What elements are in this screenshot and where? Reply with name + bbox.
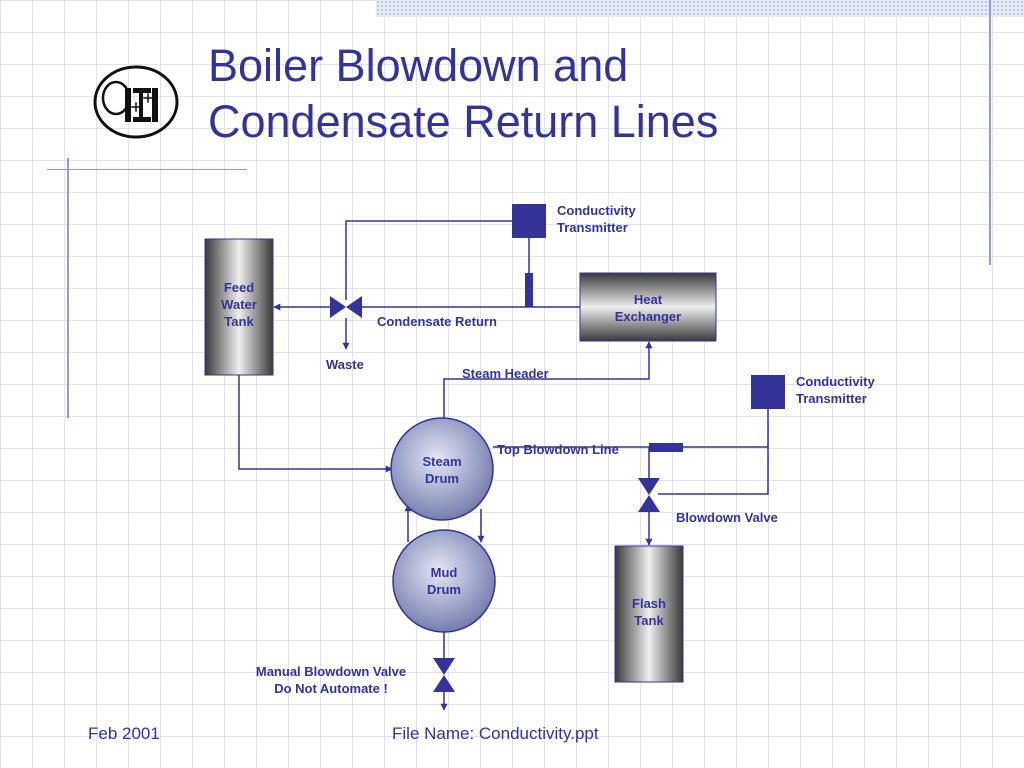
- condensate-control-valve: [330, 296, 362, 318]
- steam-header-line: [443, 341, 653, 418]
- deco-line-right-vertical: [989, 0, 991, 265]
- heat-exchanger-label: Heat Exchanger: [614, 292, 682, 324]
- mud-drum: [392, 529, 496, 633]
- steam-drum-label: Steam Drum: [422, 454, 462, 486]
- flash-tank-label: Flash Tank: [632, 596, 666, 628]
- flash-tank: [614, 545, 684, 683]
- signal-line-right-transmitter: [658, 409, 769, 495]
- signal-line-top-transmitter: [345, 220, 512, 300]
- conductivity-transmitter-top: [512, 204, 546, 238]
- manual-blowdown-valve: [433, 658, 455, 692]
- slide-title-line-2: Condensate Return Lines: [208, 96, 719, 147]
- deco-line-left-vertical: [67, 158, 69, 418]
- isi-logo: [93, 65, 179, 139]
- conductivity-sensor-right: [649, 443, 683, 452]
- blowdown-valve-label: Blowdown Valve: [676, 510, 778, 525]
- slide-title-line-1: Boiler Blowdown and: [208, 40, 629, 91]
- steam-header-label: Steam Header: [462, 366, 549, 381]
- waste-label: Waste: [326, 357, 364, 372]
- conductivity-transmitter-right-label: Conductivity Transmitter: [796, 374, 875, 406]
- feed-water-tank-label: Feed Water Tank: [221, 280, 257, 329]
- mud-drum-label: Mud Drum: [427, 565, 461, 597]
- deco-line-left-horizontal: [47, 169, 247, 170]
- conductivity-sensor-top: [525, 273, 533, 307]
- blowdown-valve: [638, 478, 660, 512]
- conductivity-transmitter-right: [751, 375, 785, 409]
- top-decorative-band: [376, 0, 1024, 17]
- footer-file-name: File Name: Conductivity.ppt: [392, 724, 599, 743]
- slide-title: Boiler Blowdown and Condensate Return Li…: [208, 38, 908, 150]
- feed-water-line: [238, 375, 393, 473]
- feed-water-tank: [204, 238, 274, 376]
- condensate-return-label: Condensate Return: [377, 314, 497, 329]
- manual-blowdown-valve-label: Manual Blowdown Valve Do Not Automate !: [255, 664, 407, 696]
- steam-drum: [390, 417, 494, 521]
- top-blowdown-line-label: Top Blowdown Line: [497, 442, 619, 457]
- conductivity-transmitter-top-label: Conductivity Transmitter: [557, 203, 636, 235]
- heat-exchanger: [579, 272, 717, 342]
- footer-date: Feb 2001: [88, 724, 160, 743]
